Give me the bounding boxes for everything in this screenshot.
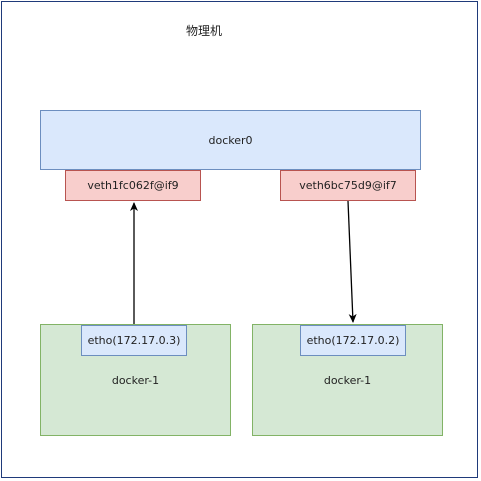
- container-interface[interactable]: etho(172.17.0.3): [81, 325, 187, 356]
- interface-label: etho(172.17.0.3): [87, 334, 181, 347]
- veth-label: veth1fc062f@if9: [87, 179, 179, 192]
- container-label: docker-1: [111, 374, 160, 387]
- veth-interface-1[interactable]: veth1fc062f@if9: [65, 170, 201, 201]
- bridge-label: docker0: [208, 133, 253, 147]
- veth-interface-2[interactable]: veth6bc75d9@if7: [280, 170, 416, 201]
- veth-label: veth6bc75d9@if7: [299, 179, 397, 192]
- interface-label: etho(172.17.0.2): [306, 334, 400, 347]
- host-label: 物理机: [186, 24, 223, 38]
- container-interface[interactable]: etho(172.17.0.2): [300, 325, 406, 356]
- docker0-bridge[interactable]: docker0: [40, 110, 421, 170]
- container-box-2[interactable]: etho(172.17.0.2) docker-1: [252, 324, 443, 436]
- container-box-1[interactable]: etho(172.17.0.3) docker-1: [40, 324, 231, 436]
- container-label: docker-1: [323, 374, 372, 387]
